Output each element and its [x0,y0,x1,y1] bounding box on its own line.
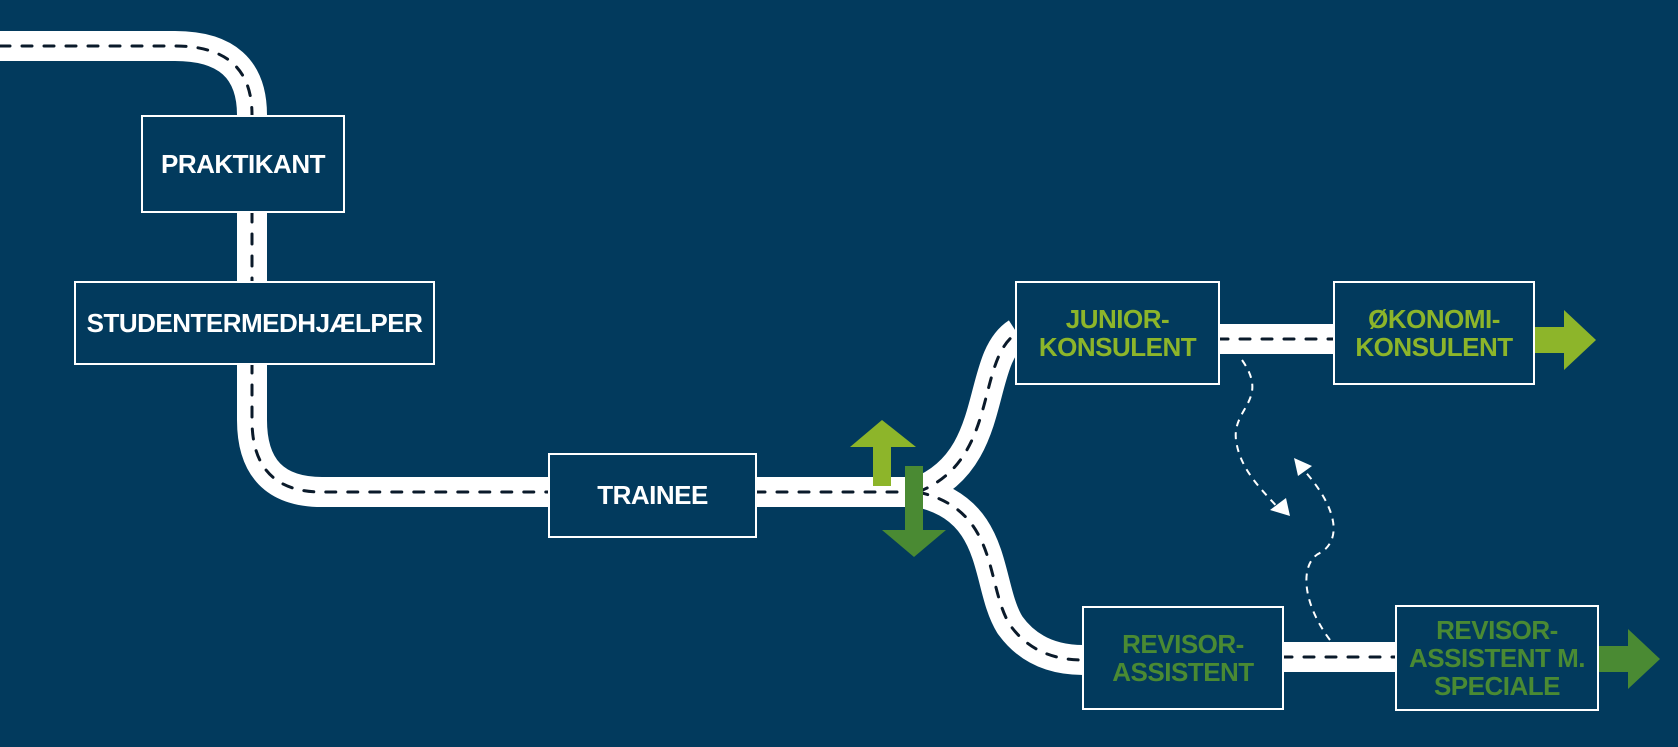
right-arrow-icon [1534,310,1596,370]
node-studentermedhjaelper: STUDENTERMEDHJÆLPER [74,281,435,365]
road-junction-to-revisor [914,477,1084,675]
road-junction-to-junior [911,320,1027,506]
node-okonomi-konsulent: ØKONOMI- KONSULENT [1333,281,1535,385]
up-arrow-icon [850,420,916,486]
swap-arrow-head-up [1294,458,1312,476]
swap-arrow-head-down [1270,498,1290,516]
road-student-to-trainee [237,363,550,507]
node-revisor-assistent: REVISOR- ASSISTENT [1082,606,1284,710]
road-start-to-praktikant [0,31,267,116]
node-trainee: TRAINEE [548,453,757,538]
road-lane-dashes [0,44,1398,662]
right-arrow-icon [1598,629,1660,689]
down-arrow-icon [882,466,946,557]
swap-arrows-icon [1234,359,1335,641]
node-praktikant: PRAKTIKANT [141,115,345,213]
node-junior-konsulent: JUNIOR- KONSULENT [1015,281,1220,385]
node-revisor-assistent-speciale: REVISOR- ASSISTENT M. SPECIALE [1395,605,1599,711]
